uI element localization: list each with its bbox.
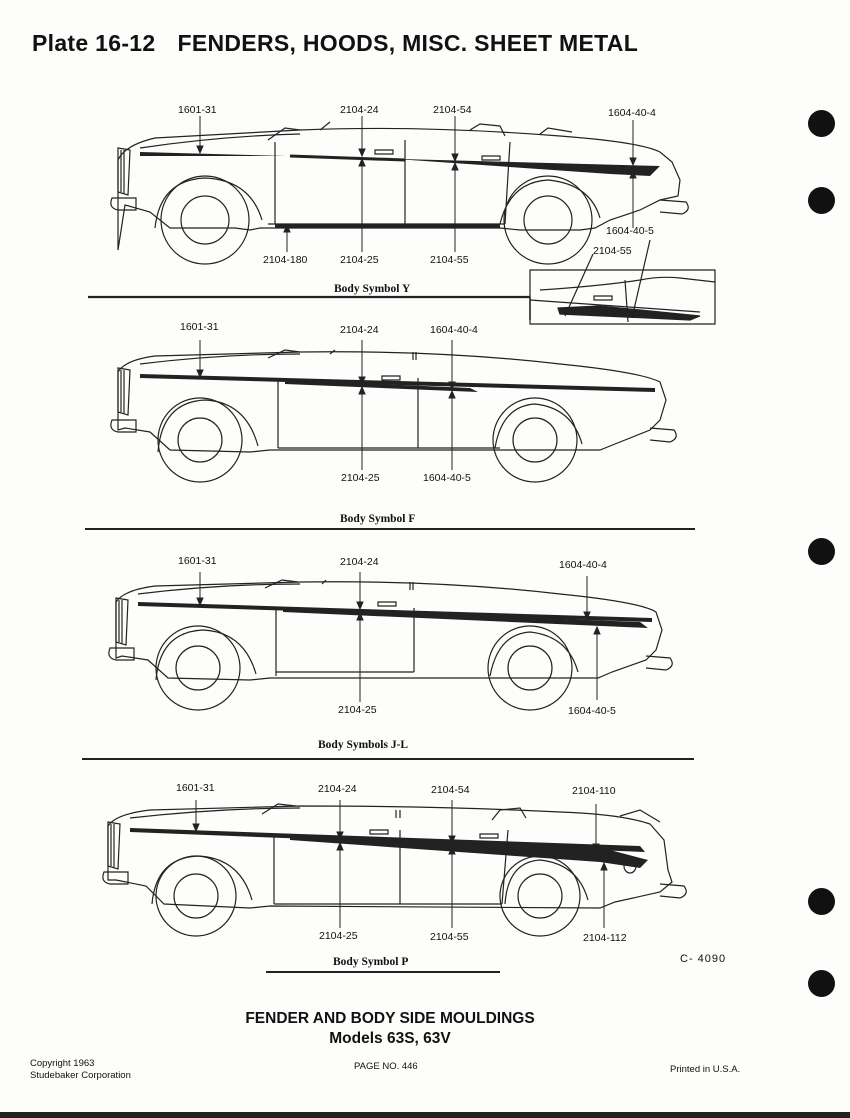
printed-in: Printed in U.S.A. bbox=[670, 1064, 741, 1075]
binder-hole bbox=[808, 970, 835, 997]
plate-title: Plate 16-12 FENDERS, HOODS, MISC. SHEET M… bbox=[32, 30, 638, 57]
binder-hole bbox=[808, 187, 835, 214]
section-rule bbox=[266, 971, 500, 973]
callout-2104-25: 2104-25 bbox=[340, 254, 379, 266]
callout-2104-24: 2104-24 bbox=[340, 324, 379, 336]
callout-2104-54: 2104-54 bbox=[433, 104, 472, 116]
binder-hole bbox=[808, 888, 835, 915]
copyright-line1: Copyright 1963 bbox=[30, 1058, 95, 1069]
figure-id: C- 4090 bbox=[680, 953, 727, 965]
callout-2104-55: 2104-55 bbox=[430, 931, 469, 943]
caption-body-symbol-y: Body Symbol Y bbox=[334, 283, 411, 295]
callout-2104-24: 2104-24 bbox=[318, 783, 357, 795]
callout-1604-40-5: 1604-40-5 bbox=[568, 705, 616, 717]
car-illustration-p bbox=[0, 800, 720, 950]
callout-2104-25: 2104-25 bbox=[338, 704, 377, 716]
callout-2104-55: 2104-55 bbox=[430, 254, 469, 266]
page-edge bbox=[0, 1112, 850, 1118]
page-number: PAGE NO. 446 bbox=[354, 1061, 418, 1072]
copyright-line2: Studebaker Corporation bbox=[30, 1070, 131, 1081]
car-illustration-f bbox=[0, 340, 720, 490]
callout-2104-25: 2104-25 bbox=[319, 930, 358, 942]
callout-1601-31: 1601-31 bbox=[180, 321, 219, 333]
callout-2104-110: 2104-110 bbox=[572, 785, 616, 797]
caption-body-symbols-j-l: Body Symbols J-L bbox=[318, 739, 409, 751]
binder-hole bbox=[808, 538, 835, 565]
callout-2104-24: 2104-24 bbox=[340, 556, 379, 568]
section-rule bbox=[85, 528, 695, 530]
main-title-line2: Models 63S, 63V bbox=[329, 1030, 451, 1047]
callout-2104-112: 2104-112 bbox=[583, 932, 627, 944]
main-title: FENDER AND BODY SIDE MOULDINGS Models 63… bbox=[0, 1009, 780, 1049]
callout-1601-31: 1601-31 bbox=[178, 104, 217, 116]
callout-1604-40-5: 1604-40-5 bbox=[423, 472, 471, 484]
caption-body-symbol-p: Body Symbol P bbox=[333, 956, 409, 968]
main-title-line1: FENDER AND BODY SIDE MOULDINGS bbox=[245, 1010, 535, 1027]
callout-2104-180: 2104-180 bbox=[263, 254, 308, 266]
car-illustration-y bbox=[0, 100, 720, 330]
callout-1604-40-4: 1604-40-4 bbox=[430, 324, 478, 336]
plate-number: Plate 16-12 bbox=[32, 30, 156, 56]
callout-1601-31: 1601-31 bbox=[178, 555, 217, 567]
binder-hole bbox=[808, 110, 835, 137]
callout-2104-54: 2104-54 bbox=[431, 784, 470, 796]
callout-2104-25: 2104-25 bbox=[341, 472, 380, 484]
callout-1604-40-4: 1604-40-4 bbox=[559, 559, 607, 571]
callout-1604-40-5: 1604-40-5 bbox=[606, 225, 654, 237]
callout-2104-55-inset: 2104-55 bbox=[593, 245, 632, 257]
plate-heading: FENDERS, HOODS, MISC. SHEET METAL bbox=[177, 30, 639, 56]
copyright: Copyright 1963 Studebaker Corporation bbox=[30, 1058, 131, 1082]
callout-1601-31: 1601-31 bbox=[176, 782, 215, 794]
callout-1604-40-4: 1604-40-4 bbox=[608, 107, 656, 119]
section-rule bbox=[82, 758, 694, 760]
callout-2104-24: 2104-24 bbox=[340, 104, 379, 116]
car-illustration-j-l bbox=[0, 572, 720, 722]
caption-body-symbol-f: Body Symbol F bbox=[340, 513, 416, 525]
